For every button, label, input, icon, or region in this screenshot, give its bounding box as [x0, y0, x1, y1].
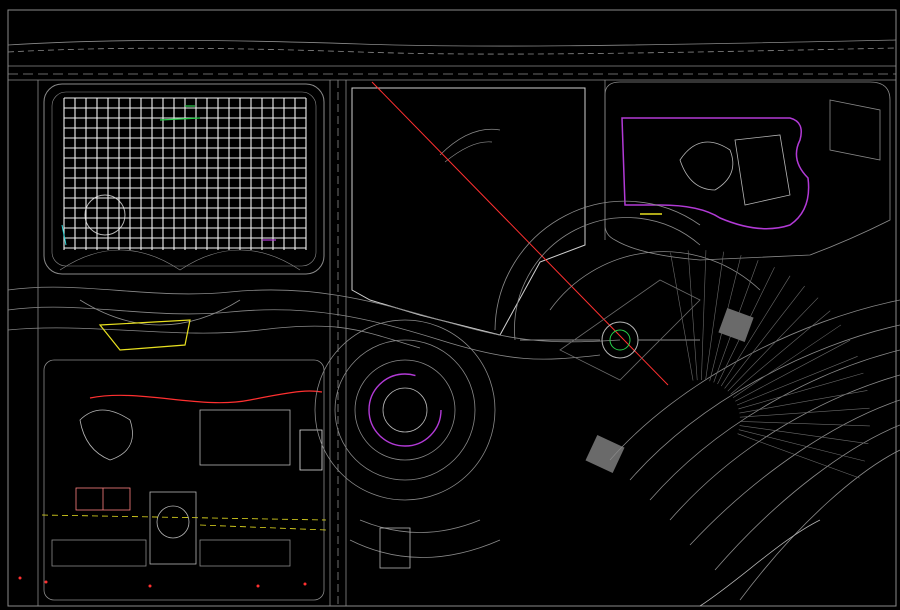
fan-line — [738, 372, 864, 410]
fan-line — [724, 285, 805, 389]
fan-line — [737, 433, 860, 479]
plaza-arc — [494, 200, 761, 474]
roundabout-node — [520, 321, 700, 359]
fan-line — [709, 254, 742, 382]
fan-line — [735, 339, 851, 402]
green-corridor — [7, 286, 621, 360]
fan-line — [670, 252, 694, 381]
fan-line — [730, 310, 831, 395]
fan-line — [739, 425, 869, 444]
radial-fan-lines — [670, 250, 870, 479]
fan-line — [739, 390, 868, 414]
building-column-grid — [63, 97, 307, 250]
domed-pavilion — [314, 319, 501, 569]
diagonal-red-axis — [371, 81, 669, 386]
fan-line — [736, 356, 858, 406]
fan-line — [739, 421, 870, 427]
drawing-frame — [7, 9, 897, 607]
fan-line — [720, 275, 791, 387]
upper-left-grid-block — [43, 83, 325, 275]
lower-left-campus — [41, 359, 327, 601]
fan-line — [705, 251, 724, 381]
stadium-bowl — [609, 299, 900, 607]
fan-line — [739, 407, 870, 418]
fan-line — [701, 250, 707, 381]
top-boundary-road — [7, 39, 897, 81]
fan-line — [738, 429, 866, 462]
fan-line — [717, 267, 775, 385]
fan-line — [727, 297, 819, 392]
fan-line — [687, 250, 698, 381]
fan-line — [732, 324, 842, 398]
boundary-markers — [18, 576, 307, 588]
fan-line — [713, 260, 759, 383]
upper-right-building — [604, 81, 891, 261]
grid-accents — [61, 105, 276, 246]
